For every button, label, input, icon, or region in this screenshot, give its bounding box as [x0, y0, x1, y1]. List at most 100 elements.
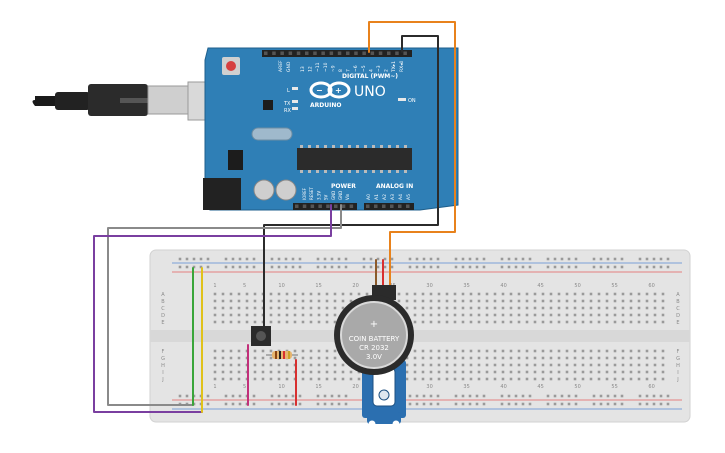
breadboard-hole[interactable] — [293, 320, 297, 324]
rail-hole[interactable] — [613, 402, 617, 406]
breadboard-hole[interactable] — [645, 363, 649, 367]
breadboard-hole[interactable] — [237, 356, 241, 360]
header-pin[interactable] — [321, 51, 325, 56]
breadboard-hole[interactable] — [509, 377, 513, 381]
breadboard-hole[interactable] — [581, 292, 585, 296]
breadboard-hole[interactable] — [309, 356, 313, 360]
breadboard-hole[interactable] — [533, 363, 537, 367]
breadboard-hole[interactable] — [285, 313, 289, 317]
breadboard-hole[interactable] — [653, 356, 657, 360]
breadboard-hole[interactable] — [357, 292, 361, 296]
digital-header[interactable] — [262, 50, 412, 57]
breadboard-hole[interactable] — [485, 306, 489, 310]
breadboard-hole[interactable] — [661, 370, 665, 374]
breadboard-hole[interactable] — [501, 320, 505, 324]
breadboard-hole[interactable] — [269, 356, 273, 360]
breadboard-hole[interactable] — [573, 356, 577, 360]
breadboard-hole[interactable] — [229, 377, 233, 381]
rail-hole[interactable] — [270, 394, 274, 398]
breadboard-hole[interactable] — [229, 292, 233, 296]
header-pin[interactable] — [313, 51, 317, 56]
rail-hole[interactable] — [454, 257, 458, 261]
breadboard-hole[interactable] — [589, 306, 593, 310]
breadboard-hole[interactable] — [605, 377, 609, 381]
breadboard-hole[interactable] — [333, 292, 337, 296]
breadboard-hole[interactable] — [541, 299, 545, 303]
breadboard-hole[interactable] — [621, 377, 625, 381]
breadboard-hole[interactable] — [565, 299, 569, 303]
breadboard-hole[interactable] — [413, 292, 417, 296]
breadboard-hole[interactable] — [253, 306, 257, 310]
breadboard-hole[interactable] — [341, 363, 345, 367]
rail-hole[interactable] — [507, 257, 511, 261]
header-pin[interactable] — [334, 204, 338, 209]
breadboard-hole[interactable] — [253, 377, 257, 381]
breadboard-hole[interactable] — [317, 363, 321, 367]
breadboard-hole[interactable] — [645, 349, 649, 353]
breadboard-hole[interactable] — [509, 320, 513, 324]
breadboard-hole[interactable] — [637, 356, 641, 360]
breadboard-hole[interactable] — [613, 349, 617, 353]
breadboard-hole[interactable] — [565, 356, 569, 360]
breadboard-hole[interactable] — [653, 320, 657, 324]
breadboard-hole[interactable] — [325, 363, 329, 367]
rail-hole[interactable] — [408, 402, 412, 406]
breadboard-hole[interactable] — [581, 363, 585, 367]
breadboard-hole[interactable] — [437, 356, 441, 360]
breadboard-hole[interactable] — [525, 313, 529, 317]
breadboard-hole[interactable] — [573, 299, 577, 303]
breadboard-hole[interactable] — [637, 313, 641, 317]
breadboard-hole[interactable] — [477, 377, 481, 381]
breadboard-hole[interactable] — [557, 320, 561, 324]
breadboard-hole[interactable] — [325, 306, 329, 310]
rail-hole[interactable] — [277, 402, 281, 406]
breadboard-hole[interactable] — [653, 363, 657, 367]
rail-hole[interactable] — [291, 394, 295, 398]
breadboard-hole[interactable] — [317, 377, 321, 381]
breadboard-hole[interactable] — [341, 306, 345, 310]
breadboard-hole[interactable] — [445, 292, 449, 296]
rail-hole[interactable] — [599, 265, 603, 269]
breadboard-hole[interactable] — [501, 363, 505, 367]
breadboard-hole[interactable] — [261, 356, 265, 360]
rail-hole[interactable] — [613, 265, 617, 269]
breadboard-hole[interactable] — [245, 292, 249, 296]
breadboard-hole[interactable] — [477, 320, 481, 324]
rail-hole[interactable] — [468, 265, 472, 269]
breadboard-hole[interactable] — [285, 363, 289, 367]
breadboard-hole[interactable] — [277, 299, 281, 303]
breadboard-hole[interactable] — [317, 313, 321, 317]
breadboard-hole[interactable] — [269, 299, 273, 303]
rail-hole[interactable] — [599, 257, 603, 261]
breadboard-hole[interactable] — [549, 349, 553, 353]
breadboard-hole[interactable] — [549, 299, 553, 303]
breadboard-hole[interactable] — [309, 370, 313, 374]
rail-hole[interactable] — [429, 402, 433, 406]
breadboard-hole[interactable] — [461, 299, 465, 303]
breadboard-hole[interactable] — [237, 292, 241, 296]
rail-hole[interactable] — [316, 265, 320, 269]
rail-hole[interactable] — [613, 394, 617, 398]
breadboard-hole[interactable] — [629, 320, 633, 324]
breadboard-hole[interactable] — [237, 370, 241, 374]
breadboard-hole[interactable] — [453, 356, 457, 360]
breadboard-hole[interactable] — [549, 356, 553, 360]
rail-hole[interactable] — [475, 402, 479, 406]
breadboard-hole[interactable] — [229, 370, 233, 374]
breadboard-hole[interactable] — [365, 292, 369, 296]
breadboard-hole[interactable] — [637, 299, 641, 303]
header-pin[interactable] — [302, 204, 307, 209]
rail-hole[interactable] — [316, 394, 320, 398]
header-pin[interactable] — [305, 51, 309, 56]
breadboard-hole[interactable] — [517, 370, 521, 374]
breadboard-hole[interactable] — [645, 313, 649, 317]
breadboard-hole[interactable] — [605, 313, 609, 317]
rail-hole[interactable] — [560, 265, 564, 269]
breadboard-hole[interactable] — [661, 377, 665, 381]
breadboard-hole[interactable] — [605, 320, 609, 324]
rail-hole[interactable] — [574, 257, 578, 261]
rail-hole[interactable] — [298, 402, 302, 406]
breadboard-hole[interactable] — [269, 313, 273, 317]
breadboard-hole[interactable] — [261, 363, 265, 367]
